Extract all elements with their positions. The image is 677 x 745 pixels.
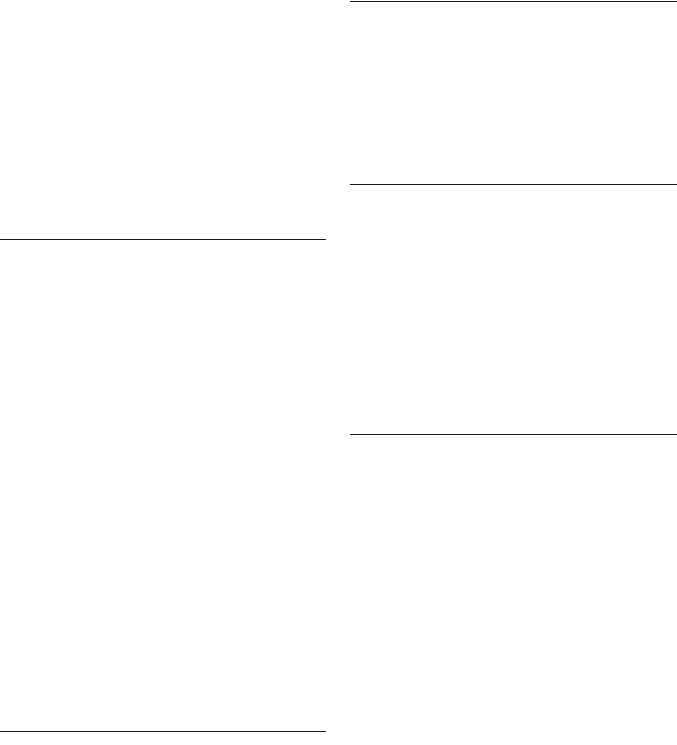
feed-card[interactable] [0, 0, 326, 240]
feed-card[interactable] [350, 434, 677, 745]
feed-card[interactable] [0, 240, 326, 732]
feed-card[interactable] [350, 184, 677, 434]
left-column [0, 0, 326, 733]
right-column [350, 0, 677, 745]
feed-card[interactable] [350, 1, 677, 185]
